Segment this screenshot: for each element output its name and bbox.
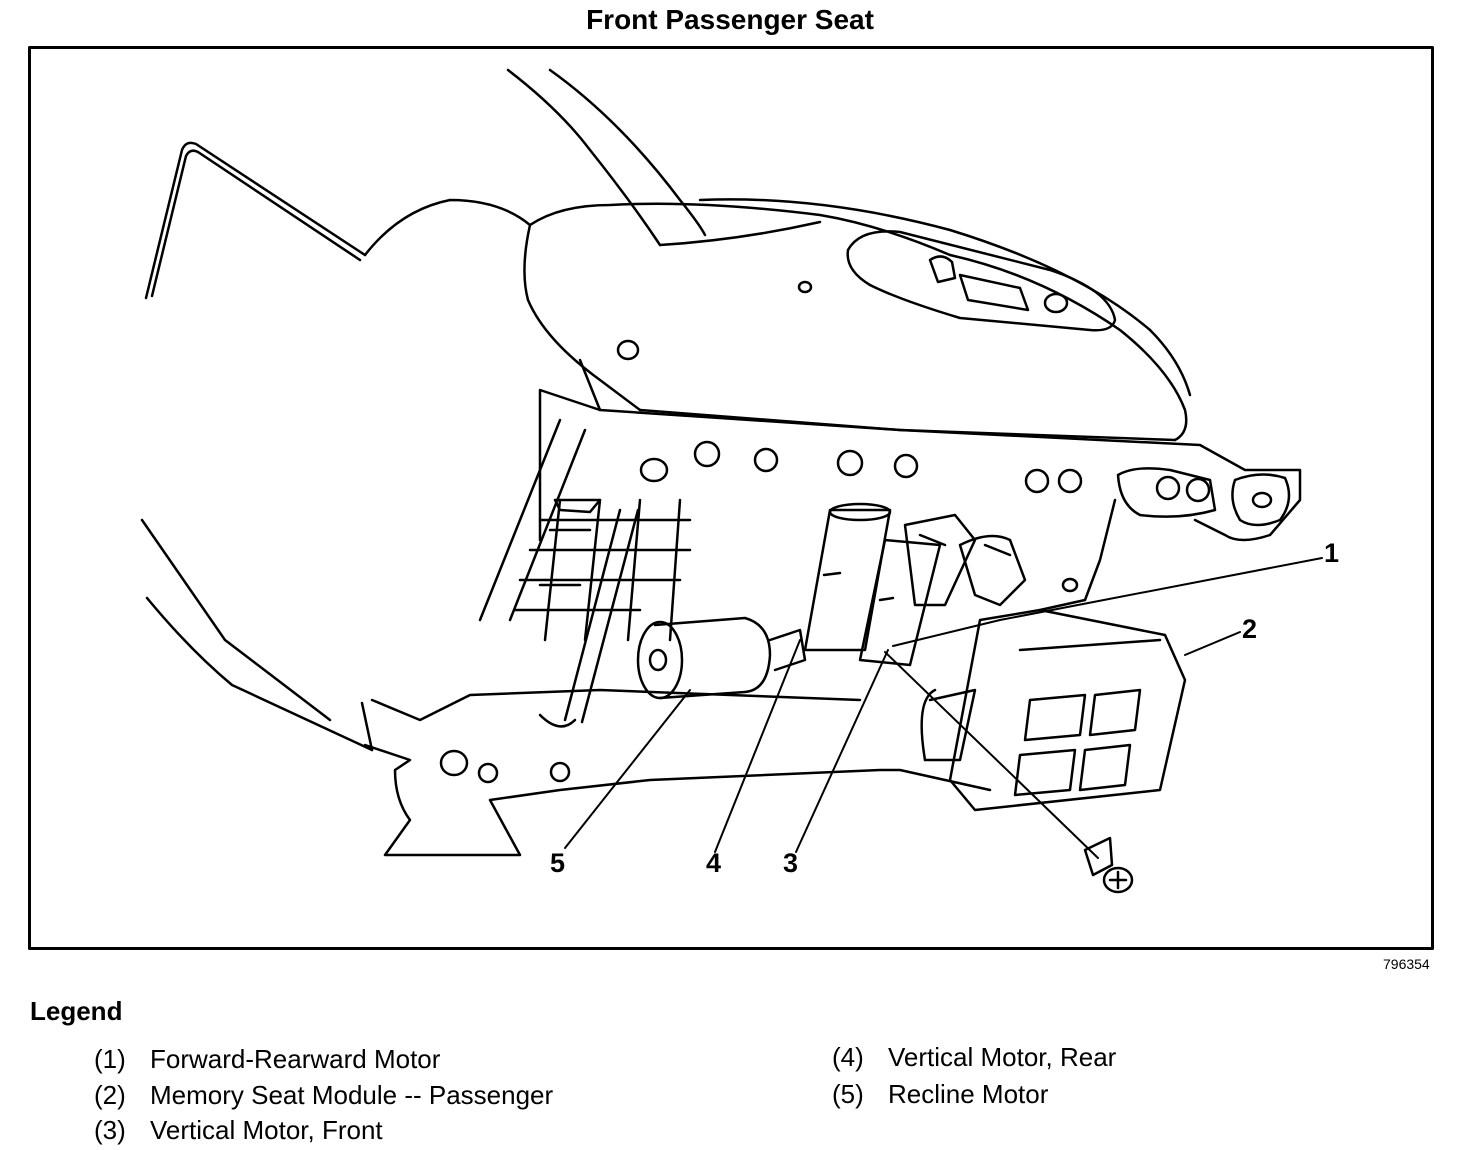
seat-back bbox=[140, 141, 374, 752]
legend-item: (3) Vertical Motor, Front bbox=[94, 1115, 383, 1146]
seat-track bbox=[478, 418, 692, 728]
memory-seat-module bbox=[920, 608, 1187, 812]
callout-1: 1 bbox=[1324, 538, 1340, 568]
legend-item-number: (1) bbox=[94, 1044, 126, 1074]
seat-frame bbox=[363, 358, 1302, 857]
legend-item: (5) Recline Motor bbox=[832, 1079, 1048, 1110]
legend-item-number: (3) bbox=[94, 1115, 126, 1145]
leader-lines bbox=[564, 557, 1323, 859]
seat-switch-bezel bbox=[846, 230, 1117, 332]
diagram-title: Front Passenger Seat bbox=[586, 4, 874, 35]
legend-item-number: (4) bbox=[832, 1042, 864, 1072]
legend-item: (1) Forward-Rearward Motor bbox=[94, 1044, 440, 1075]
legend-item-label: Recline Motor bbox=[888, 1079, 1049, 1109]
legend-item: (2) Memory Seat Module -- Passenger bbox=[94, 1080, 553, 1111]
recline-motor bbox=[636, 616, 807, 700]
callout-5: 5 bbox=[550, 848, 566, 878]
module-screw bbox=[1083, 836, 1134, 894]
legend-title: Legend bbox=[30, 996, 123, 1026]
legend-item-label: Vertical Motor, Front bbox=[150, 1115, 383, 1145]
callout-4: 4 bbox=[706, 848, 722, 878]
vertical-motor-rear bbox=[803, 502, 892, 652]
figure-id: 796354 bbox=[1383, 956, 1430, 972]
frame-nuts bbox=[477, 440, 1211, 784]
callout-2: 2 bbox=[1242, 614, 1258, 644]
callout-3: 3 bbox=[783, 848, 799, 878]
seat-cushion bbox=[363, 68, 1192, 442]
legend-item-number: (5) bbox=[832, 1079, 864, 1109]
seat-illustration bbox=[28, 46, 1434, 950]
forward-rearward-motor bbox=[903, 513, 1027, 607]
vertical-motor-front bbox=[858, 538, 942, 667]
diagram-border bbox=[28, 46, 1434, 950]
legend-item-label: Memory Seat Module -- Passenger bbox=[150, 1080, 554, 1110]
legend-item: (4) Vertical Motor, Rear bbox=[832, 1042, 1116, 1073]
legend-item-number: (2) bbox=[94, 1080, 126, 1110]
frame-holes bbox=[439, 280, 1079, 777]
legend-item-label: Vertical Motor, Rear bbox=[888, 1042, 1117, 1072]
legend-item-label: Forward-Rearward Motor bbox=[150, 1044, 441, 1074]
